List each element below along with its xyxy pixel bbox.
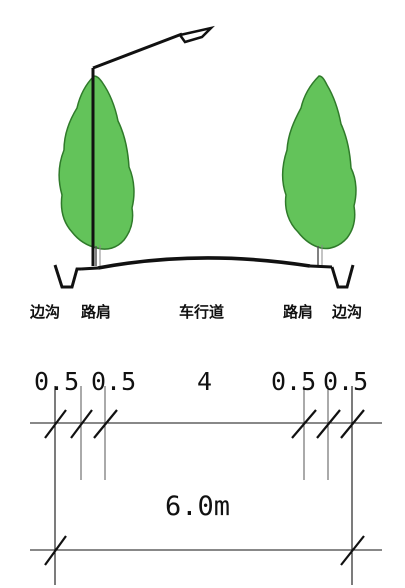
right-shoulder-line	[309, 264, 333, 269]
street-lamp-arm	[92, 32, 183, 70]
right-tree-canopy	[282, 75, 357, 250]
dimension-lines	[30, 386, 382, 585]
right-ditch-width: 0.5	[323, 367, 368, 396]
carriageway-width: 4	[197, 367, 212, 396]
right-shoulder-width: 0.5	[271, 367, 316, 396]
right-shoulder-label: 路肩	[283, 303, 313, 321]
tick-3	[93, 409, 118, 439]
segment-labels: 边沟 路肩 车行道 路肩 边沟	[29, 303, 362, 321]
dimension-values: 0.5 0.5 4 0.5 0.5 6.0m	[34, 367, 368, 522]
street-lamp-icon	[91, 25, 215, 266]
tick-total-left	[44, 535, 67, 566]
tick-4	[291, 409, 317, 439]
tick-2	[70, 409, 93, 439]
left-shoulder-width: 0.5	[91, 367, 136, 396]
right-ditch-label: 边沟	[331, 303, 362, 321]
tick-5	[316, 409, 341, 439]
left-ditch-width: 0.5	[34, 367, 79, 396]
left-tree-canopy	[58, 75, 135, 250]
tick-total-right	[340, 535, 365, 566]
street-lamp-head	[177, 25, 215, 44]
carriageway-label: 车行道	[179, 303, 224, 321]
left-tree-icon	[58, 75, 135, 266]
left-shoulder-label: 路肩	[81, 303, 111, 321]
road-profile	[53, 256, 355, 289]
left-ditch-label: 边沟	[29, 303, 60, 321]
total-width: 6.0m	[165, 491, 230, 522]
left-shoulder-line	[80, 266, 99, 271]
right-ditch-shape	[330, 264, 355, 289]
tick-6	[340, 409, 365, 439]
carriageway-crown	[97, 256, 311, 270]
right-tree-icon	[282, 75, 357, 266]
left-ditch-shape	[53, 264, 81, 289]
tick-1	[44, 409, 67, 439]
